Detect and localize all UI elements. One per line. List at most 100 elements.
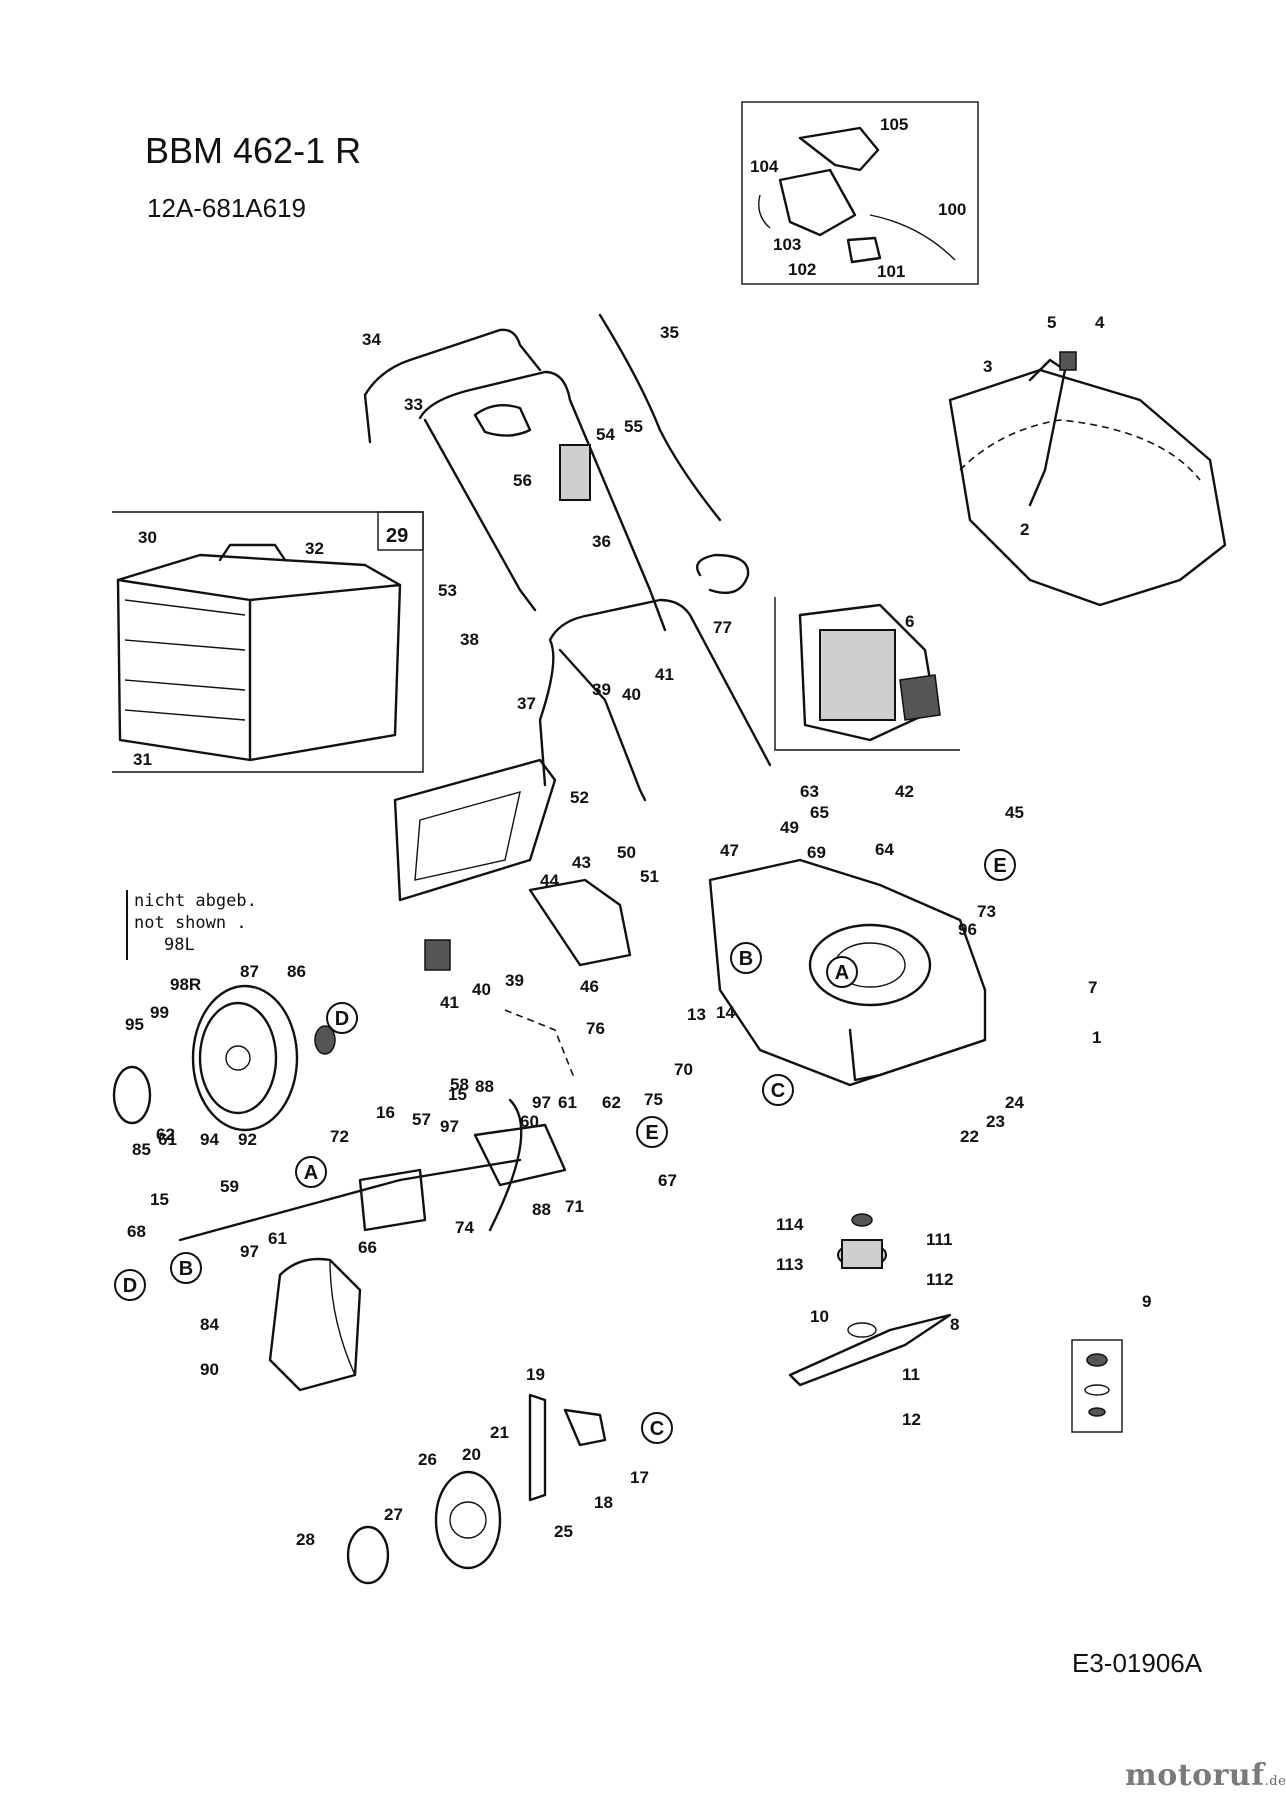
callout-b-2: B — [730, 942, 762, 974]
part-label-72: 72 — [330, 1127, 349, 1146]
part-label-104: 104 — [750, 157, 779, 176]
retaining-ring — [695, 553, 750, 595]
part-label-65: 65 — [810, 803, 829, 822]
part-label-69: 69 — [807, 843, 826, 862]
part-label-77: 77 — [713, 618, 732, 637]
part-label-8: 8 — [950, 1315, 959, 1334]
part-label-31: 31 — [133, 750, 152, 769]
part-label-18: 18 — [594, 1493, 613, 1512]
part-label-47: 47 — [720, 841, 739, 860]
callout-c-5: C — [641, 1412, 673, 1444]
part-label-114: 114 — [776, 1215, 804, 1234]
part-label-58: 58 — [450, 1075, 469, 1094]
part-label-52: 52 — [570, 788, 589, 807]
part-label-88: 88 — [475, 1077, 494, 1096]
part-label-19: 19 — [526, 1365, 545, 1384]
model-title: BBM 462-1 R — [145, 130, 362, 171]
part-label-23: 23 — [986, 1112, 1005, 1131]
rear-axle — [178, 1098, 567, 1242]
part-label-34: 34 — [362, 330, 381, 349]
part-label-14: 14 — [716, 1003, 735, 1022]
part-label-41b: 41 — [440, 993, 459, 1012]
part-label-64: 64 — [875, 840, 894, 859]
part-label-5: 5 — [1047, 313, 1056, 332]
part-label-98R: 98R — [170, 975, 201, 994]
part-label-39: 39 — [592, 680, 611, 699]
part-label-61b: 61 — [158, 1130, 177, 1149]
callout-letter: D — [123, 1275, 137, 1297]
part-label-61c: 61 — [268, 1229, 287, 1248]
part-label-7: 7 — [1088, 978, 1097, 997]
part-label-10: 10 — [810, 1307, 829, 1326]
part-label-49: 49 — [780, 818, 799, 837]
part-label-30: 30 — [138, 528, 157, 547]
part-label-97b: 97 — [440, 1117, 459, 1136]
part-label-113: 113 — [776, 1255, 803, 1274]
part-label-66: 66 — [358, 1238, 377, 1257]
part-label-60: 60 — [520, 1112, 539, 1131]
throttle-inset — [741, 101, 979, 285]
part-label-85: 85 — [132, 1140, 151, 1159]
part-label-57: 57 — [412, 1110, 431, 1129]
part-label-75: 75 — [644, 1090, 663, 1109]
part-label-12: 12 — [902, 1410, 921, 1429]
part-label-43: 43 — [572, 853, 591, 872]
part-label-39b: 39 — [505, 971, 524, 990]
part-label-63: 63 — [800, 782, 819, 801]
part-label-35: 35 — [660, 323, 679, 342]
lower-handle — [538, 598, 772, 802]
part-label-53: 53 — [438, 581, 457, 600]
part-label-62: 62 — [602, 1093, 621, 1112]
callout-letter: C — [771, 1080, 785, 1102]
model-article-number: 12A-681A619 — [147, 193, 307, 223]
part-label-37: 37 — [517, 694, 536, 713]
part-label-112: 112 — [926, 1270, 953, 1289]
part-label-68: 68 — [127, 1222, 146, 1241]
part-9-box — [1071, 1339, 1123, 1433]
part-label-61: 61 — [558, 1093, 577, 1112]
part-label-20: 20 — [462, 1445, 481, 1464]
part-label-88b: 88 — [532, 1200, 551, 1219]
callout-letter: E — [993, 855, 1006, 877]
note-part-ref: 98L — [164, 935, 195, 955]
callout-letter: A — [835, 962, 849, 984]
part-label-92: 92 — [238, 1130, 257, 1149]
part-label-74: 74 — [455, 1218, 474, 1237]
callout-d-6: D — [326, 1002, 358, 1034]
part-label-3: 3 — [983, 357, 992, 376]
part-label-97c: 97 — [240, 1242, 259, 1261]
callout-letter: B — [179, 1258, 193, 1280]
part-label-41: 41 — [655, 665, 674, 684]
part-label-40b: 40 — [472, 980, 491, 999]
part-label-32: 32 — [305, 539, 324, 558]
rear-hinge — [424, 878, 632, 971]
part-label-70: 70 — [674, 1060, 693, 1079]
callout-d-7: D — [114, 1269, 146, 1301]
part-label-26: 26 — [418, 1450, 437, 1469]
grass-bag-inset: 29 — [112, 511, 424, 773]
part-label-15b: 15 — [150, 1190, 169, 1209]
engine-cover — [948, 351, 1227, 607]
part-label-95: 95 — [125, 1015, 144, 1034]
upper-handle — [363, 328, 667, 632]
part-label-22: 22 — [960, 1127, 979, 1146]
part-label-44: 44 — [540, 871, 559, 890]
part-label-87: 87 — [240, 962, 259, 981]
part-label-2: 2 — [1020, 520, 1029, 539]
rear-wheel — [112, 984, 336, 1132]
part-label-1: 1 — [1092, 1028, 1101, 1047]
part-label-103: 103 — [773, 235, 801, 254]
part-label-27: 27 — [384, 1505, 403, 1524]
part-label-51: 51 — [640, 867, 659, 886]
part-label-105: 105 — [880, 115, 908, 134]
part-label-46: 46 — [580, 977, 599, 996]
part-label-13: 13 — [687, 1005, 706, 1024]
note-english: not shown . — [134, 913, 247, 933]
callout-a-1: A — [826, 956, 858, 988]
part-label-99: 99 — [150, 1003, 169, 1022]
watermark-logo: motoruf.de — [1125, 1758, 1286, 1793]
note-german: nicht abgeb. — [134, 891, 257, 911]
